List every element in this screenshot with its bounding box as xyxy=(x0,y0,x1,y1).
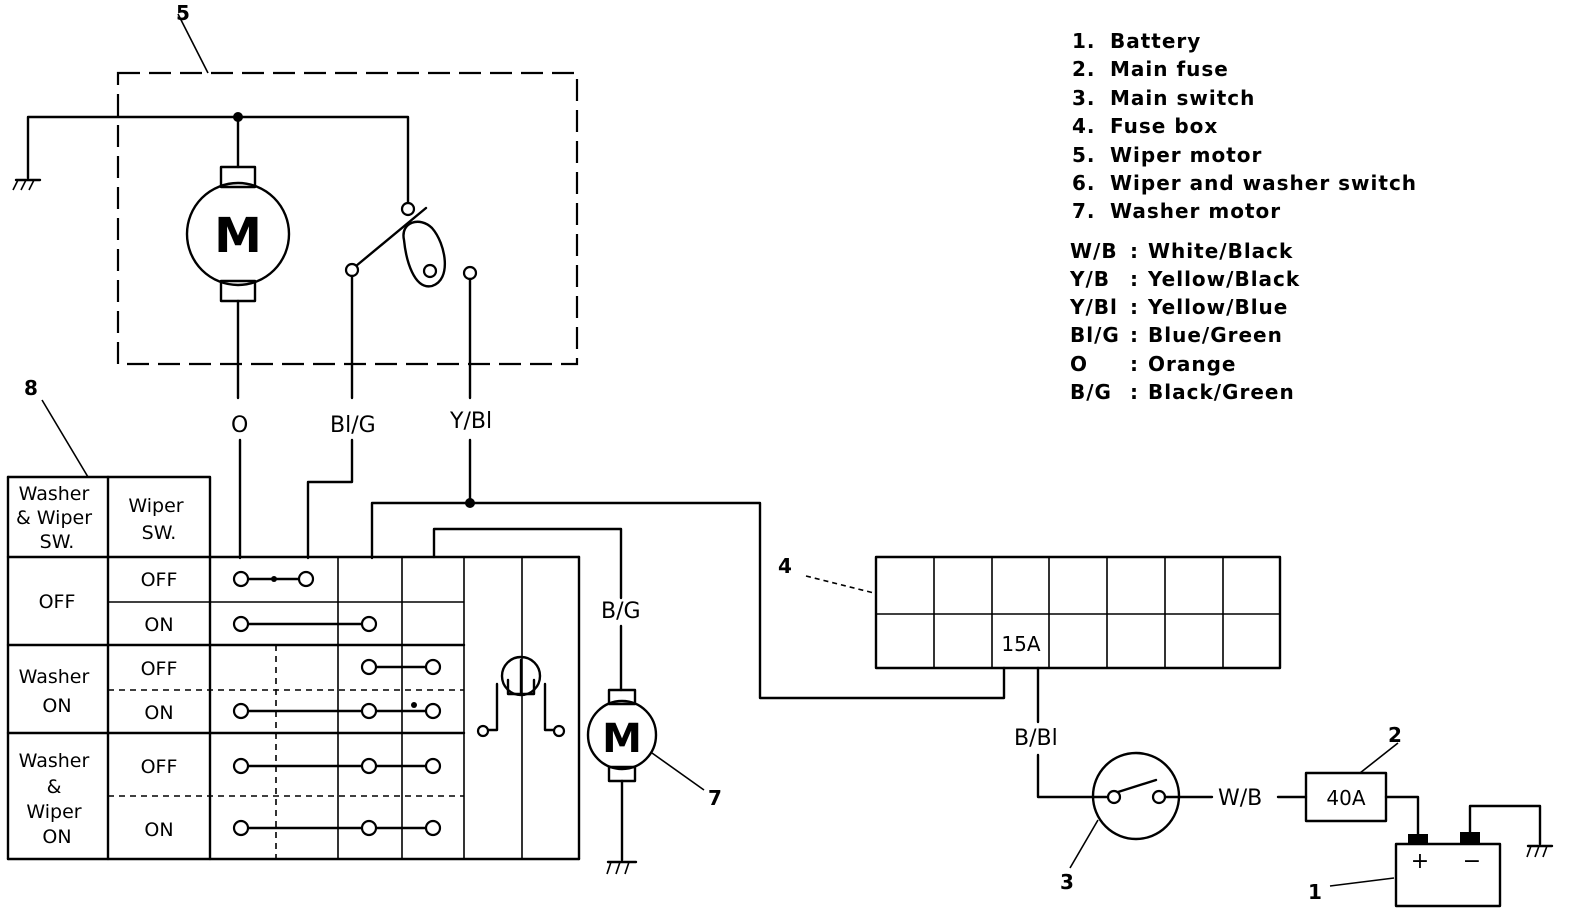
washer-motor: M 7 xyxy=(586,624,722,875)
battery-minus: − xyxy=(1463,849,1481,874)
wire-label-black-green: B/G xyxy=(601,599,641,624)
group-label-washer-wiper-on: Washer & Wiper ON xyxy=(19,750,96,848)
color-sep: : xyxy=(1130,352,1139,376)
row-label-both-on: ON xyxy=(144,819,173,841)
group-label-off: OFF xyxy=(39,591,76,613)
wire-label-white-black: W/B xyxy=(1218,786,1262,811)
color-name: Blue/Green xyxy=(1148,323,1283,347)
ground-icon xyxy=(12,178,42,191)
legend-item-num: 1. xyxy=(1072,29,1096,53)
group-label-washer-on: Washer ON xyxy=(19,666,96,717)
color-code: Bl/G xyxy=(1070,323,1120,347)
fuse-box: 15A 4 xyxy=(778,554,1282,670)
parking-switch-icon xyxy=(344,201,478,288)
wiper-motor-assembly: 5 M xyxy=(12,1,579,400)
legend-wire-colors: W/B : White/Black Y/B : Yellow/Black Y/B… xyxy=(1069,239,1300,404)
row-label-both-off: OFF xyxy=(141,756,178,778)
header-wiper-switch: Wiper SW. xyxy=(128,495,189,544)
wiper-washer-switch-table: 8 Washer & Wiper SW. Wiper SW. OFF xyxy=(6,376,581,861)
legend-item-num: 2. xyxy=(1072,57,1096,81)
callout-6: 8 xyxy=(24,376,38,400)
callout-7: 7 xyxy=(708,786,722,810)
washer-contact-icon xyxy=(476,655,566,738)
callout-3: 3 xyxy=(1060,870,1074,894)
main-switch: 3 xyxy=(1060,751,1181,894)
legend-components: 1. Battery 2. Main fuse 3. Main switch 4… xyxy=(1072,29,1417,223)
row-label-washer-on: ON xyxy=(144,702,173,724)
wire-label-blue-green: Bl/G xyxy=(330,413,376,438)
switch-connections xyxy=(232,570,442,837)
wiper-motor-icon: M xyxy=(185,165,291,303)
callout-1: 1 xyxy=(1308,880,1322,904)
ground-icon xyxy=(606,860,638,875)
legend-item-name: Wiper motor xyxy=(1110,143,1262,167)
wire-label-black-blue: B/Bl xyxy=(1014,726,1058,751)
fuse-rating-15a: 15A xyxy=(1001,632,1040,656)
color-name: Yellow/Blue xyxy=(1147,295,1288,319)
legend-item-name: Wiper and washer switch xyxy=(1110,171,1417,195)
legend-item-num: 3. xyxy=(1072,86,1096,110)
washer-motor-symbol: M xyxy=(602,716,642,762)
legend-item-num: 5. xyxy=(1072,143,1096,167)
color-sep: : xyxy=(1130,295,1139,319)
main-fuse: 40A 2 xyxy=(1304,723,1402,823)
callout-2: 2 xyxy=(1388,723,1402,747)
row-label-off-off: OFF xyxy=(141,569,178,591)
legend-item-name: Washer motor xyxy=(1110,199,1281,223)
legend-item-name: Battery xyxy=(1110,29,1201,53)
main-fuse-rating: 40A xyxy=(1326,786,1365,810)
wiper-motor-symbol: M xyxy=(214,208,262,264)
wire-label-yellow-blue: Y/Bl xyxy=(449,409,492,434)
legend-item-num: 6. xyxy=(1072,171,1096,195)
legend-item-name: Fuse box xyxy=(1110,114,1218,138)
color-sep: : xyxy=(1130,323,1139,347)
legend-item-num: 7. xyxy=(1072,199,1096,223)
color-name: Black/Green xyxy=(1148,380,1295,404)
battery-plus: + xyxy=(1411,849,1429,874)
row-label-off-on: ON xyxy=(144,614,173,636)
color-sep: : xyxy=(1130,267,1139,291)
legend-item-name: Main fuse xyxy=(1110,57,1229,81)
color-name: Orange xyxy=(1148,352,1236,376)
legend-item-num: 4. xyxy=(1072,114,1096,138)
color-name: White/Black xyxy=(1148,239,1293,263)
row-label-washer-off: OFF xyxy=(141,658,178,680)
wire-label-orange: O xyxy=(231,413,248,438)
color-name: Yellow/Black xyxy=(1147,267,1300,291)
battery: + − 1 xyxy=(1308,804,1554,908)
color-code: Y/Bl xyxy=(1069,295,1118,319)
color-code: O xyxy=(1070,352,1088,376)
color-sep: : xyxy=(1130,239,1139,263)
color-sep: : xyxy=(1130,380,1139,404)
color-code: W/B xyxy=(1070,239,1118,263)
ground-icon xyxy=(1526,844,1554,858)
legend-item-name: Main switch xyxy=(1110,86,1255,110)
callout-4: 4 xyxy=(778,554,792,578)
color-code: B/G xyxy=(1070,380,1112,404)
header-washer-wiper-switch: Washer & Wiper SW. xyxy=(16,483,98,553)
color-code: Y/B xyxy=(1069,267,1110,291)
callout-5: 5 xyxy=(176,1,190,25)
